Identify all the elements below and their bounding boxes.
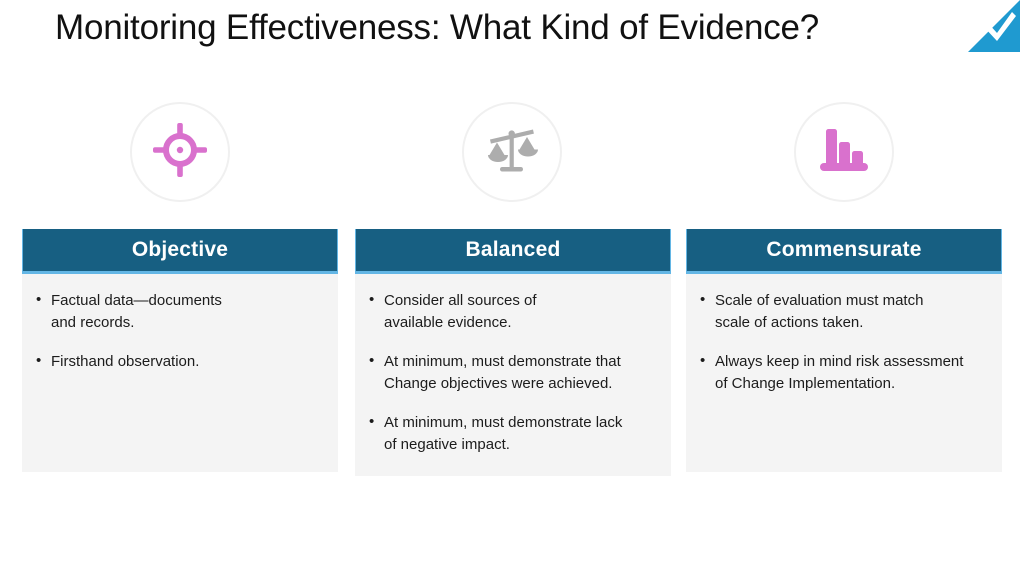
logo-triangle-shape [968, 0, 1020, 52]
list-item: Always keep in mind risk assessment of C… [698, 350, 992, 395]
icon-circle-objective [130, 102, 230, 202]
logo-check-icon [984, 12, 1016, 41]
bullet-list-objective: Factual data—documents and records. Firs… [34, 289, 328, 373]
panel-title-commensurate: Commensurate [766, 238, 922, 261]
icon-row [0, 102, 1024, 204]
icon-circle-balanced [462, 102, 562, 202]
list-item: Consider all sources of available eviden… [367, 289, 661, 334]
icon-circle-commensurate [794, 102, 894, 202]
panel-body-balanced: Consider all sources of available eviden… [355, 274, 671, 476]
panel-title-objective: Objective [131, 238, 229, 261]
panel-commensurate: Commensurate Scale of evaluation must ma… [686, 229, 1002, 472]
list-item: Scale of evaluation must match scale of … [698, 289, 992, 334]
panel-balanced: Balanced Consider all sources of availab… [355, 229, 671, 476]
checkmark-logo [962, 0, 1020, 52]
evidence-panels: Objective Factual data—documents and rec… [0, 229, 1024, 479]
panel-header-objective: Objective [22, 229, 338, 274]
list-item: Firsthand observation. [34, 350, 328, 373]
list-item: At minimum, must demonstrate that Change… [367, 350, 661, 395]
panel-body-commensurate: Scale of evaluation must match scale of … [686, 274, 1002, 472]
list-item: At minimum, must demonstrate lack of neg… [367, 411, 661, 456]
balance-scales-icon [483, 121, 541, 184]
bullet-list-balanced: Consider all sources of available eviden… [367, 289, 661, 456]
list-item: Factual data—documents and records. [34, 289, 328, 334]
panel-title-balanced: Balanced [465, 238, 561, 261]
page-title: Monitoring Effectiveness: What Kind of E… [55, 8, 820, 47]
panel-objective: Objective Factual data—documents and rec… [22, 229, 338, 472]
bullet-list-commensurate: Scale of evaluation must match scale of … [698, 289, 992, 395]
panel-body-objective: Factual data—documents and records. Firs… [22, 274, 338, 472]
crosshair-target-icon [153, 122, 207, 182]
panel-header-commensurate: Commensurate [686, 229, 1002, 274]
panel-header-balanced: Balanced [355, 229, 671, 274]
bar-chart-icon [817, 123, 871, 182]
